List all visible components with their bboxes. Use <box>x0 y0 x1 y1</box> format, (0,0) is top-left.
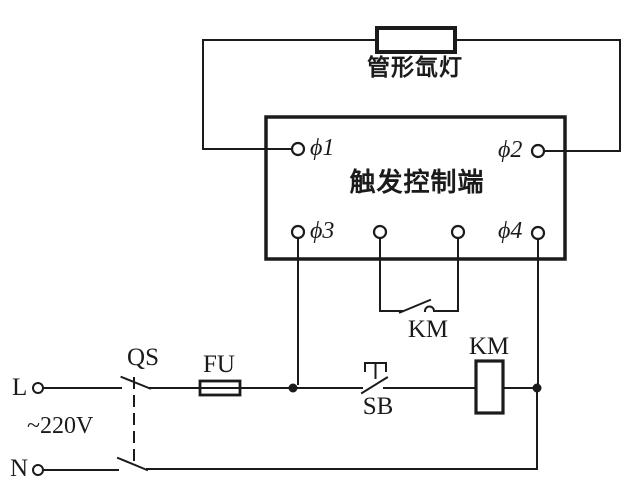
control-box-drop-wires <box>297 237 539 385</box>
sb-button-symbol <box>360 362 389 395</box>
fu-label: FU <box>203 351 235 378</box>
terminal-circles <box>290 141 546 241</box>
lamp-loop-wire <box>202 39 621 152</box>
xenon-lamp-symbol <box>375 26 457 54</box>
km-contact-symbol <box>379 298 459 314</box>
qs-label: QS <box>127 344 159 371</box>
terminal-l <box>32 382 44 394</box>
terminal-phi4-label: ϕ4 <box>498 218 523 244</box>
terminal-phi2 <box>530 143 546 159</box>
terminal-mid-right <box>450 224 466 240</box>
fuse-symbol <box>198 379 242 397</box>
line-l-label: L <box>12 374 28 401</box>
terminal-mid-left <box>372 224 388 240</box>
control-box-label: 触发控制端 <box>349 168 485 197</box>
line-l-wire <box>32 375 537 394</box>
sb-label: SB <box>362 393 394 420</box>
line-n-wire <box>32 387 538 476</box>
voltage-label: ~220V <box>27 413 94 439</box>
terminal-phi1 <box>290 141 306 157</box>
terminal-phi4 <box>530 225 546 241</box>
qs-blade-top <box>120 375 152 390</box>
km-coil-label: KM <box>468 333 510 360</box>
km-coil-symbol <box>474 359 505 415</box>
lamp-label: 管形氙灯 <box>367 55 463 80</box>
line-n-label: N <box>10 455 29 482</box>
terminal-phi2-label: ϕ2 <box>498 137 523 163</box>
terminal-n <box>32 464 44 476</box>
qs-blade-bottom <box>116 456 149 472</box>
terminal-phi3 <box>290 224 306 240</box>
terminal-phi3-label: ϕ3 <box>310 218 335 244</box>
km-contact-label: KM <box>407 316 449 343</box>
control-box-outline <box>264 115 567 261</box>
terminal-phi1-label: ϕ1 <box>310 135 335 161</box>
